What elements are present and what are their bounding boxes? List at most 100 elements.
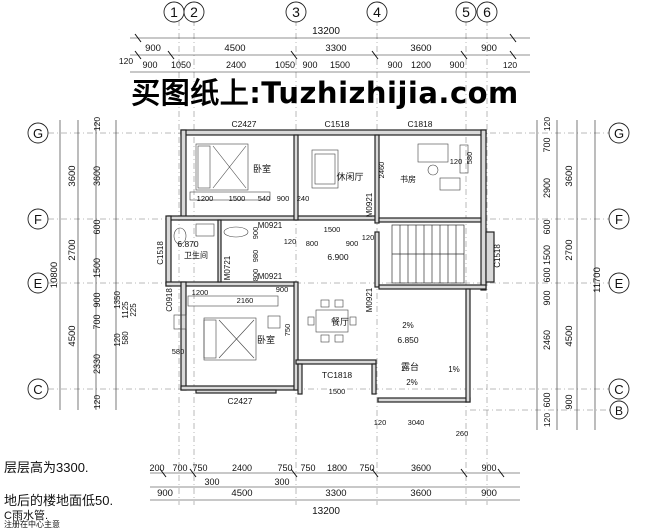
axis-label-2: 2 — [190, 4, 198, 20]
dim-bot3-b: 4500 — [231, 488, 252, 499]
idim-ter-b: 260 — [456, 429, 469, 438]
idim-ter-c: 120 — [374, 418, 387, 427]
axis-label-5: 5 — [462, 4, 470, 20]
dim-bot1-b: 700 — [172, 463, 187, 473]
idim-bed-d: 900 — [277, 194, 290, 203]
note-floor-height: 层层高为3300. — [4, 460, 89, 475]
dim-left-in-d: 900 — [92, 292, 102, 307]
dim-top2-d: 2400 — [226, 60, 246, 70]
idim-study-b: 580 — [465, 152, 474, 165]
dim-right-in-a: 120 — [542, 117, 552, 131]
dim-left-in-g: 2330 — [92, 354, 102, 374]
idim-study-c: 120 — [450, 157, 463, 166]
idim-bath-d: 1200 — [192, 288, 209, 297]
room-lounge: 休闲厅 — [336, 171, 363, 182]
axis-bubbles-right: G F E C B — [608, 122, 630, 420]
dim-top2-i: 1200 — [411, 60, 431, 70]
axis-label-f-left: F — [34, 212, 42, 227]
idim-hall-e: 900 — [346, 239, 359, 248]
dim-top2-e: 1050 — [275, 60, 295, 70]
dim-right-in-g: 900 — [542, 290, 552, 305]
axis-label-g-left: G — [33, 126, 43, 141]
dim-right-mid-b: 2700 — [564, 239, 575, 260]
dim-left-mid-b: 2700 — [67, 239, 78, 260]
room-terrace: 露台 — [401, 361, 419, 372]
level-terrace: 6.850 — [397, 335, 419, 345]
dim-right-in-i: 600 — [542, 392, 552, 407]
furniture — [173, 143, 469, 361]
axis-bubbles-top: 1 2 3 4 5 6 — [163, 1, 498, 23]
dim-top2-g: 1500 — [330, 60, 350, 70]
idim-bed2-c: 750 — [283, 324, 292, 337]
dim-left-sm-a: 1350 — [113, 291, 122, 309]
bed-top — [195, 143, 249, 191]
dim-top2-k: 120 — [503, 60, 517, 70]
level-marks: 6.870 6.900 6.850 2% 2% 1% — [177, 239, 459, 387]
dim-left-sm-b: 1125 — [121, 301, 130, 319]
dim-left-sm-e: 120 — [113, 333, 122, 347]
staircase — [391, 224, 465, 284]
axis-bubbles-left: G F E C — [27, 122, 49, 400]
axis-label-b-right: B — [615, 404, 623, 418]
idim-tc-a: 1500 — [329, 387, 346, 396]
idim-hall-f: 120 — [362, 233, 375, 242]
window-c2427-top: C2427 — [231, 119, 256, 129]
walls — [165, 129, 495, 403]
dim-left-total: 10800 — [49, 262, 60, 288]
inner-dimensions: 2460 580 120 1200 1500 540 900 240 120 8… — [172, 152, 474, 438]
door-m0921-d: M0921 — [365, 287, 374, 312]
dim-right-in-j: 120 — [542, 413, 552, 427]
axis-label-e-left: E — [34, 276, 43, 291]
dim-top2-b: 900 — [142, 60, 157, 70]
dim-top2-f: 900 — [302, 60, 317, 70]
dim-bot1-e: 750 — [277, 463, 292, 473]
idim-bed-b: 1500 — [229, 194, 246, 203]
window-labels: C2427 C1518 C1818 C1518 C1518 C0918 C242… — [156, 119, 502, 406]
axis-label-e-right: E — [615, 276, 624, 291]
axis-label-1: 1 — [170, 4, 178, 20]
door-m0921-b: M0921 — [365, 192, 374, 217]
idim-bed-a: 1200 — [197, 194, 214, 203]
idim-ter-a: 3040 — [408, 418, 425, 427]
level-bath: 6.870 — [177, 239, 199, 249]
idim-bed-c: 540 — [258, 194, 271, 203]
dim-left-in-h: 120 — [92, 395, 102, 409]
window-c2427-bottom: C2427 — [227, 396, 252, 406]
dim-top1-e: 900 — [481, 43, 497, 54]
axis-label-c-left: C — [33, 382, 42, 397]
axis-label-c-right: C — [614, 382, 623, 397]
dim-right-in-e: 1500 — [542, 245, 552, 265]
room-bathroom: 卫生间 — [184, 250, 208, 260]
dim-bot1-f: 750 — [300, 463, 315, 473]
idim-bath-c: 800 — [251, 269, 260, 282]
window-tc1818: TC1818 — [322, 370, 353, 380]
axis-label-f-right: F — [615, 212, 623, 227]
idim-bath-b: 980 — [251, 250, 260, 263]
dim-bottom-total: 13200 — [312, 506, 340, 517]
window-c0918: C0918 — [165, 288, 174, 312]
dim-top1-b: 4500 — [224, 43, 245, 54]
dim-left-mid-c: 4500 — [67, 325, 78, 346]
study-desk — [417, 143, 449, 163]
dim-right-mid-c: 4500 — [564, 325, 575, 346]
dim-top2-j: 900 — [449, 60, 464, 70]
room-bedroom-bottom: 卧室 — [257, 334, 275, 345]
slope-c: 1% — [448, 365, 460, 374]
dim-bot1-a: 200 — [149, 463, 164, 473]
idim-hall-d: 1500 — [324, 225, 341, 234]
dim-right-mid-d: 900 — [564, 394, 574, 409]
dim-right-in-b: 700 — [542, 137, 552, 152]
dim-bot1-d: 2400 — [232, 463, 252, 473]
dim-bot3-d: 3600 — [410, 488, 431, 499]
dim-top1-d: 3600 — [410, 43, 431, 54]
slope-a: 2% — [402, 321, 414, 330]
idim-study-a: 2460 — [377, 162, 386, 179]
dim-bot3-e: 900 — [481, 488, 497, 499]
door-labels: M0921 M0921 M0921 M0921 M0721 — [223, 192, 374, 312]
room-labels: 卧室 休闲厅 书房 卫生间 卧室 餐厅 露台 — [184, 163, 419, 372]
dim-left-sm-d: 580 — [121, 331, 130, 345]
right-dimensions: 11700 3600 2700 4500 900 120 700 2900 60… — [536, 117, 603, 430]
axis-grid — [48, 20, 620, 505]
idim-hall-b: 120 — [284, 237, 297, 246]
dim-top2-h: 900 — [387, 60, 402, 70]
